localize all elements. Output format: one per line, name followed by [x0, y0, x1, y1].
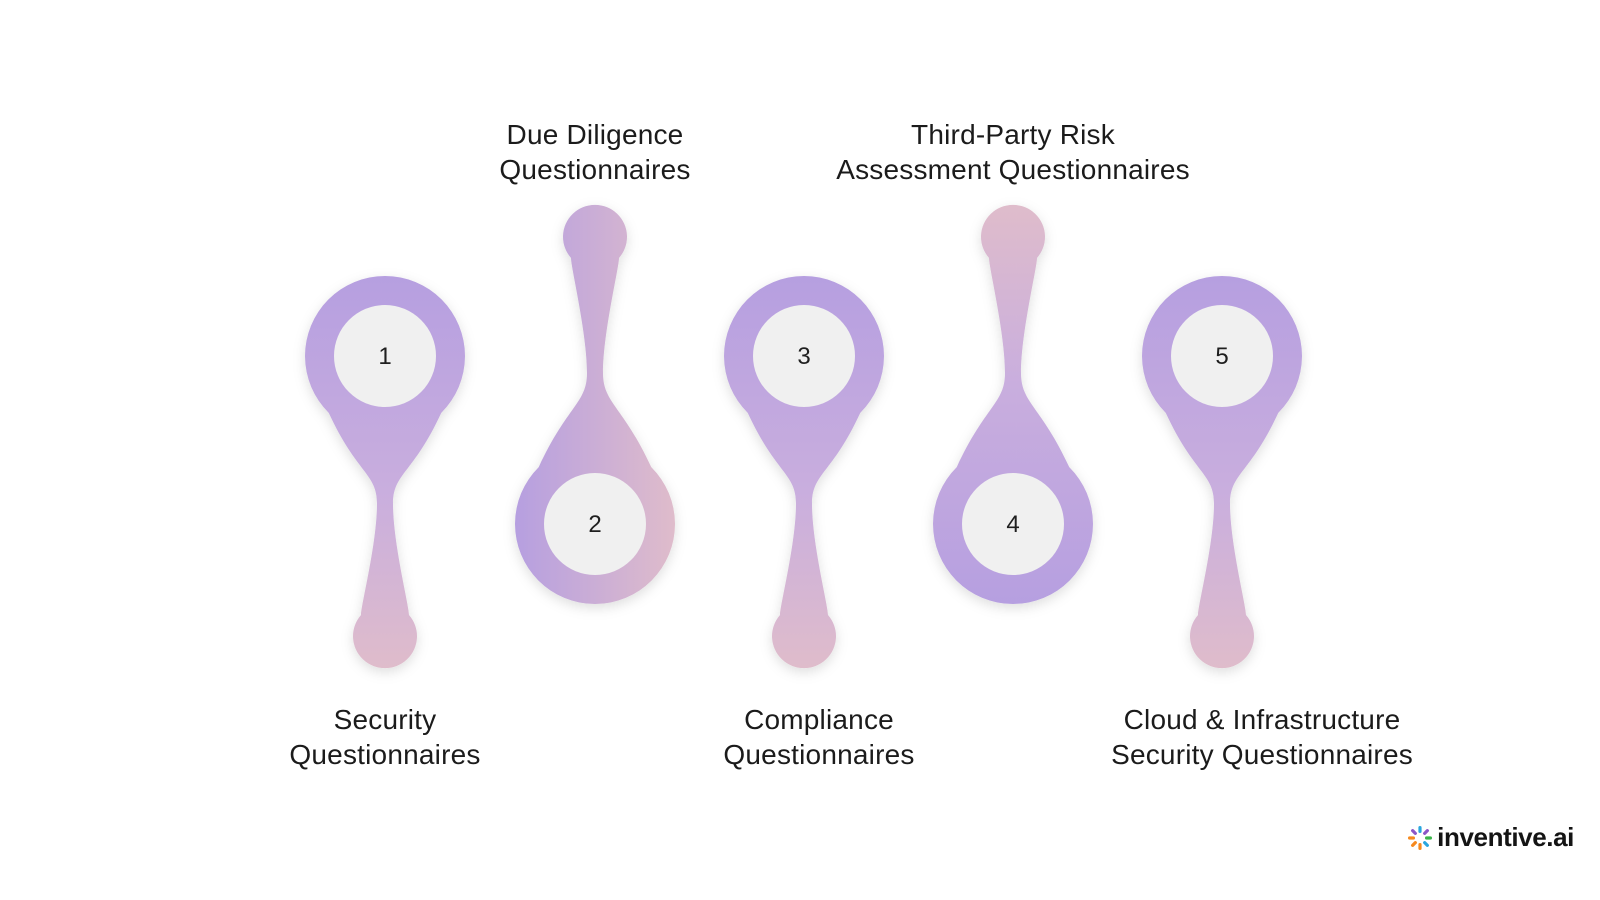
step-5-number-badge	[1171, 305, 1273, 407]
step-4-number-badge	[962, 473, 1064, 575]
step-2-label: Due Diligence Questionnaires	[499, 117, 690, 187]
step-3-label-line-2: Questionnaires	[723, 739, 915, 770]
step-5-label-line-2: Security Questionnaires	[1111, 739, 1413, 770]
step-4-label-line-1: Third-Party Risk	[911, 119, 1115, 150]
brand-name: inventive.ai	[1437, 822, 1574, 852]
step-5-number: 5	[1215, 343, 1228, 370]
step-3-label: Compliance Questionnaires	[723, 702, 914, 772]
step-2-label-line-2: Questionnaires	[499, 154, 691, 185]
step-2-node: 2	[515, 204, 675, 605]
step-2-number-badge	[544, 473, 646, 575]
step-1-label: Security Questionnaires	[289, 702, 480, 772]
brand-logo: inventive.ai	[1407, 822, 1574, 853]
step-3-number: 3	[797, 343, 810, 370]
step-3-node: 3	[724, 276, 884, 669]
step-5-label: Cloud & Infrastructure Security Question…	[1111, 702, 1413, 772]
step-2-label-line-1: Due Diligence	[506, 119, 684, 150]
step-1-label-line-2: Questionnaires	[289, 739, 481, 770]
step-1-number: 1	[378, 343, 391, 370]
step-4-label: Third-Party Risk Assessment Questionnair…	[836, 117, 1190, 187]
step-1-label-line-1: Security	[333, 704, 437, 735]
step-1-node: 1	[305, 276, 465, 669]
step-3-number-badge	[753, 305, 855, 407]
step-4-node: 4	[933, 204, 1093, 605]
step-2-number: 2	[588, 511, 601, 538]
step-3-label-line-1: Compliance	[744, 704, 894, 735]
step-5-node: 5	[1142, 275, 1302, 669]
step-5-label-line-1: Cloud & Infrastructure	[1123, 704, 1401, 735]
step-1-number-badge	[334, 305, 436, 407]
step-4-label-line-2: Assessment Questionnaires	[836, 154, 1190, 185]
pinwheel-logo-icon	[1408, 825, 1433, 850]
step-4-number: 4	[1006, 511, 1019, 538]
